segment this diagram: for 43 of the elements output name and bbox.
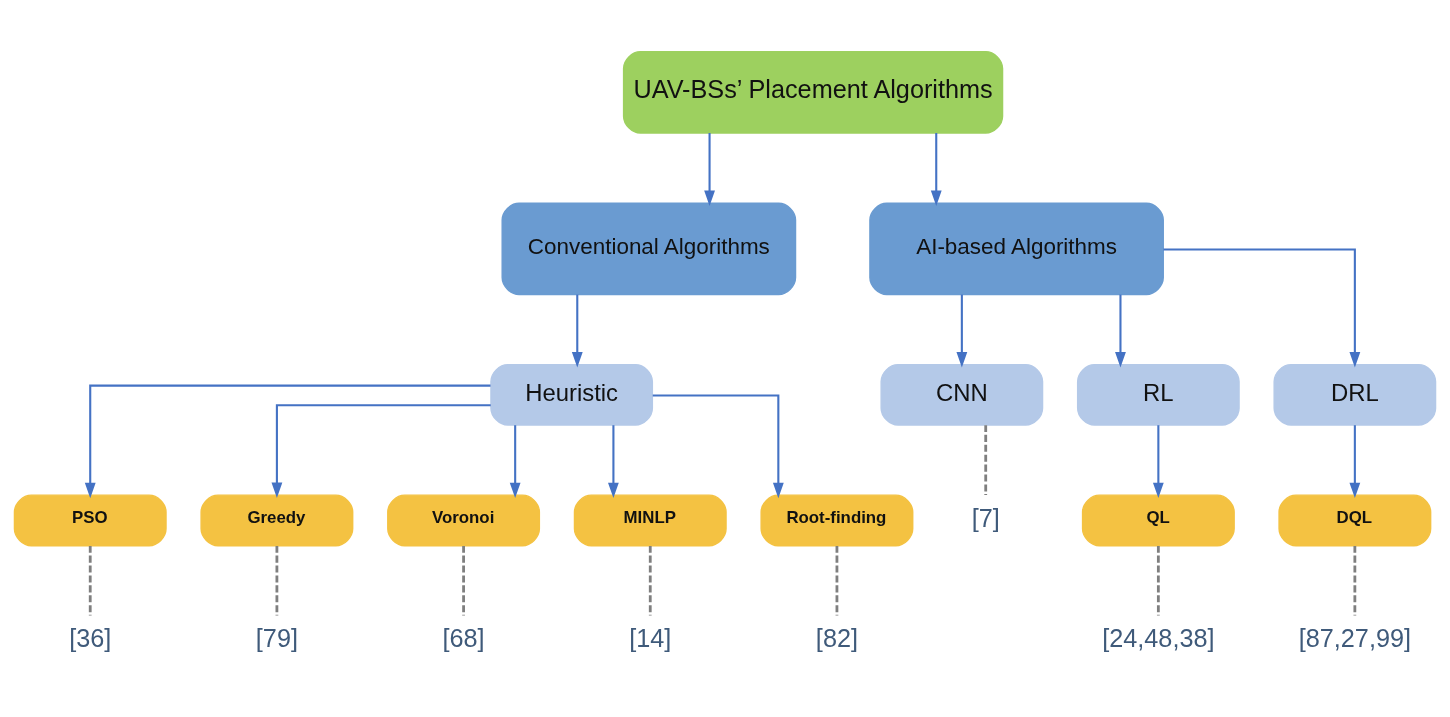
connector <box>1353 545 1357 616</box>
arrow <box>956 294 968 368</box>
node-text: [68] <box>442 623 485 652</box>
node-box: Greedy <box>200 493 354 546</box>
node-box: PSO <box>13 493 167 546</box>
arrow <box>271 403 491 498</box>
node-box: MINLP <box>573 493 727 546</box>
connector <box>1156 545 1160 616</box>
connector <box>462 545 465 616</box>
arrow <box>704 132 715 206</box>
connector <box>984 424 988 495</box>
node-text: [87,27,99] <box>1298 623 1412 652</box>
node-box: UAV-BSs’ Placement Algorithms <box>622 50 1004 134</box>
connector <box>648 545 652 616</box>
node-box: Heuristic <box>490 363 654 426</box>
node-box: CNN <box>880 363 1044 426</box>
node-box: Root-finding <box>760 493 914 546</box>
arrow <box>1163 247 1361 368</box>
node-box: Voronoi <box>387 493 541 546</box>
connector <box>275 545 279 616</box>
arrow <box>571 294 583 368</box>
arrow <box>84 384 491 498</box>
connector <box>835 545 839 616</box>
arrow <box>1115 294 1126 368</box>
node-box: DRL <box>1273 363 1437 426</box>
node-box: RL <box>1076 363 1240 426</box>
connector <box>88 545 92 616</box>
node-box: DQL <box>1278 493 1432 546</box>
node-box: AI-based Algorithms <box>869 202 1164 295</box>
node-text: [14] <box>629 623 672 652</box>
node-text: [24,48,38] <box>1102 623 1215 652</box>
arrow <box>608 424 619 498</box>
node-text: [82] <box>815 623 858 652</box>
node-text: [36] <box>69 623 112 652</box>
node-text: [79] <box>255 623 298 652</box>
node-text: [7] <box>971 503 1000 532</box>
node-box: QL <box>1081 493 1235 546</box>
arrow <box>509 424 521 498</box>
arrow <box>1152 424 1164 498</box>
arrow <box>652 393 784 498</box>
node-box: Conventional Algorithms <box>501 202 797 295</box>
arrow <box>930 132 942 206</box>
arrow <box>1349 424 1361 498</box>
